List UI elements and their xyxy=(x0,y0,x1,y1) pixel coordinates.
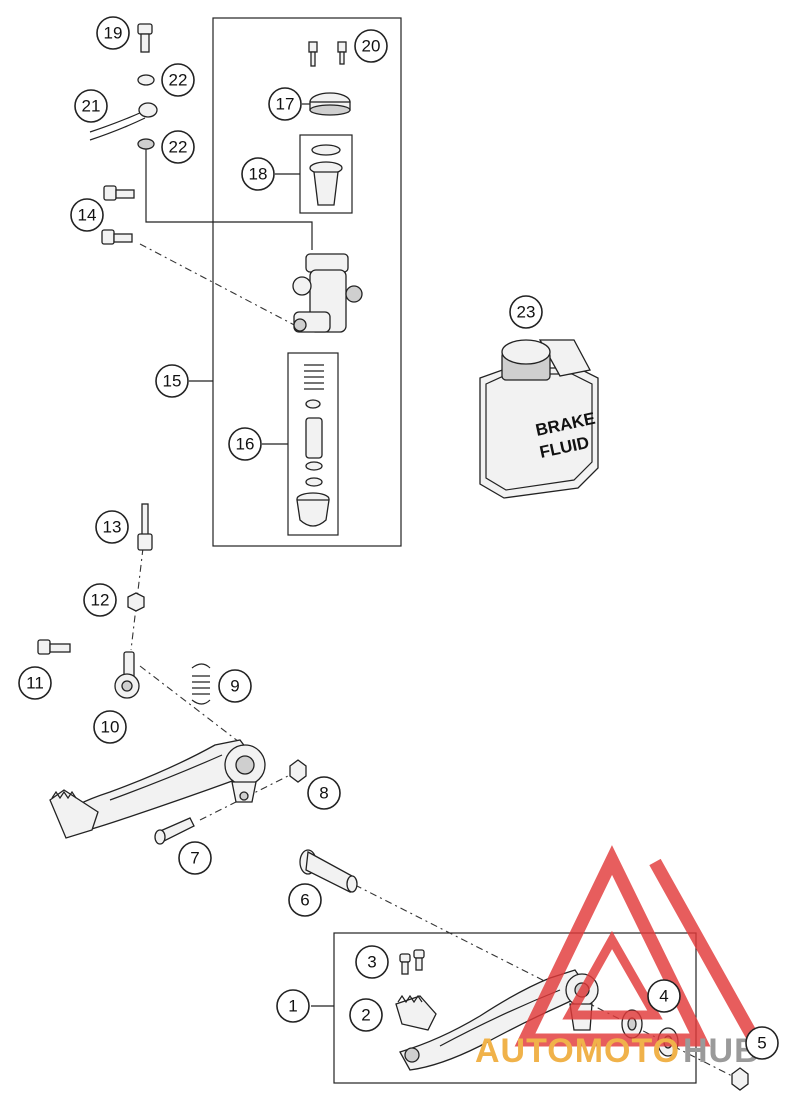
part-9-spring-icon xyxy=(191,663,211,705)
assembly-frame-15 xyxy=(212,17,402,547)
leader-line-22 xyxy=(145,148,313,250)
callout-22-top: 22 xyxy=(161,63,195,97)
callout-10: 10 xyxy=(93,710,127,744)
dashed-axis-14 xyxy=(139,243,301,329)
svg-text:9: 9 xyxy=(230,677,239,696)
svg-text:4: 4 xyxy=(659,987,668,1006)
part-6-shaft-icon xyxy=(299,849,358,893)
callout-1: 1 xyxy=(276,989,310,1023)
part-2-footpeg-icon xyxy=(395,994,437,1031)
callout-6: 6 xyxy=(288,883,322,917)
svg-text:18: 18 xyxy=(249,165,268,184)
callout-3: 3 xyxy=(355,945,389,979)
svg-text:23: 23 xyxy=(517,303,536,322)
callout-15: 15 xyxy=(155,364,189,398)
svg-text:14: 14 xyxy=(78,206,97,225)
part-5-nut-icon xyxy=(731,1067,749,1091)
callout-11: 11 xyxy=(18,666,52,700)
part-13-push-rod-icon xyxy=(137,503,153,551)
callout-19: 19 xyxy=(96,16,130,50)
svg-text:5: 5 xyxy=(757,1034,766,1053)
callout-14: 14 xyxy=(70,198,104,232)
part-19-bolt-icon xyxy=(137,23,153,53)
part-23-brake-fluid-bottle-icon: BRAKE FLUID xyxy=(479,339,599,499)
svg-text:20: 20 xyxy=(362,37,381,56)
svg-text:1: 1 xyxy=(288,997,297,1016)
svg-text:13: 13 xyxy=(103,518,122,537)
callout-12: 12 xyxy=(83,583,117,617)
part-10-clevis-icon xyxy=(114,651,140,699)
svg-text:17: 17 xyxy=(276,95,295,114)
callout-23: 23 xyxy=(509,295,543,329)
part-12-nut-icon xyxy=(127,592,145,612)
svg-text:15: 15 xyxy=(163,372,182,391)
callout-17: 17 xyxy=(268,87,302,121)
svg-text:2: 2 xyxy=(361,1006,370,1025)
callout-20: 20 xyxy=(354,29,388,63)
callout-16: 16 xyxy=(228,427,262,461)
assembly-frame-1 xyxy=(333,932,697,1084)
callout-13: 13 xyxy=(95,510,129,544)
part-22-washer-bottom-icon xyxy=(137,138,155,150)
svg-text:12: 12 xyxy=(91,591,110,610)
svg-text:22: 22 xyxy=(169,138,188,157)
callout-7: 7 xyxy=(178,841,212,875)
callout-9: 9 xyxy=(218,669,252,703)
svg-text:10: 10 xyxy=(101,718,120,737)
svg-text:19: 19 xyxy=(104,24,123,43)
callout-8: 8 xyxy=(307,776,341,810)
part-14-bolt-icon xyxy=(101,185,135,245)
callout-4: 4 xyxy=(647,979,681,1013)
callout-5: 5 xyxy=(745,1026,779,1060)
part-17-cap-icon xyxy=(309,92,351,116)
part-15-master-cylinder-icon xyxy=(292,253,363,333)
callout-2: 2 xyxy=(349,998,383,1032)
svg-text:6: 6 xyxy=(300,891,309,910)
callout-21: 21 xyxy=(74,89,108,123)
callout-18: 18 xyxy=(241,157,275,191)
watermark-prefix: AUTOMOTO xyxy=(475,1032,680,1070)
part-8-nut-icon xyxy=(289,759,307,783)
part-16-piston-kit-icon xyxy=(296,364,330,527)
brake-pedal-upper-icon xyxy=(49,739,266,839)
part-20-screw-icon xyxy=(308,41,347,67)
svg-text:21: 21 xyxy=(82,97,101,116)
watermark-logo-icon xyxy=(514,845,766,1054)
part-3-screws-icon xyxy=(399,949,425,975)
callout-22-bottom: 22 xyxy=(161,130,195,164)
svg-text:11: 11 xyxy=(26,674,44,693)
part-7-pin-icon xyxy=(154,817,195,845)
svg-text:16: 16 xyxy=(236,435,255,454)
svg-text:7: 7 xyxy=(190,849,199,868)
part-21-hose-icon xyxy=(89,102,158,141)
part-22-washer-top-icon xyxy=(137,74,155,86)
svg-text:8: 8 xyxy=(319,784,328,803)
part-18-insert-icon xyxy=(309,144,343,206)
part-11-bolt-icon xyxy=(37,639,71,655)
svg-text:3: 3 xyxy=(367,953,376,972)
svg-text:22: 22 xyxy=(169,71,188,90)
